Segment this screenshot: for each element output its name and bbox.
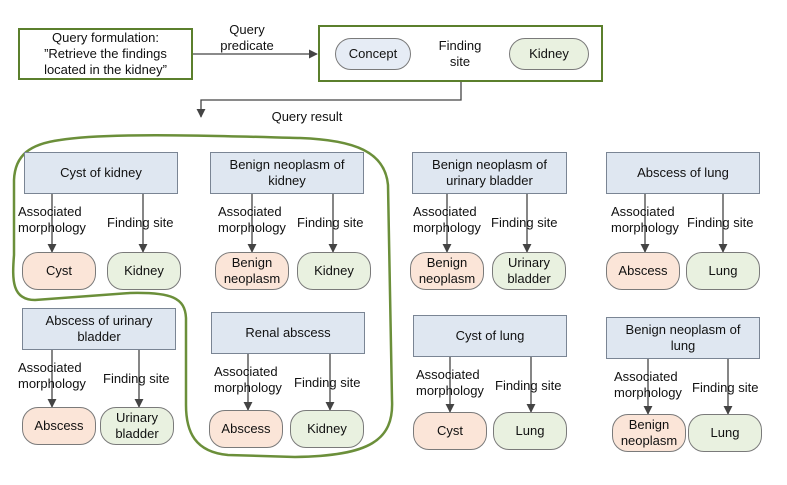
finding-concept-box-text: Benign neoplasm of lung (625, 322, 741, 353)
morphology-relation-label: Associated morphology (611, 204, 679, 235)
result-outline (11, 133, 394, 459)
finding-concept-box-text: Abscess of lung (637, 165, 729, 180)
finding-site-node-text: Urinary bladder (507, 255, 551, 286)
morphology-relation-label: Associated morphology (218, 204, 286, 235)
morphology-relation-label: Associated morphology (214, 364, 282, 395)
morphology-node-text: Benign neoplasm (620, 417, 678, 448)
finding-site-node: Urinary bladder (100, 407, 174, 445)
query-relation-label: Finding site (438, 38, 482, 69)
morphology-relation-label: Associated morphology (413, 204, 481, 235)
finding-site-node-text: Kidney (307, 421, 347, 436)
finding-site-relation-label: Finding site (103, 371, 170, 386)
morphology-node: Abscess (22, 407, 96, 445)
finding-site-relation-label: Finding site (491, 215, 558, 230)
finding-site-node: Lung (493, 412, 567, 450)
finding-concept-box-text: Abscess of urinary bladder (45, 313, 153, 344)
finding-site-node-text: Kidney (124, 263, 164, 278)
query-target-node: Kidney (509, 38, 589, 70)
morphology-node: Benign neoplasm (410, 252, 484, 290)
finding-concept-box: Benign neoplasm of lung (606, 317, 760, 359)
finding-site-node: Lung (688, 414, 762, 452)
finding-concept-box: Abscess of lung (606, 152, 760, 194)
finding-site-node-text: Urinary bladder (115, 410, 159, 441)
query-formulation-box: Query formulation: ”Retrieve the finding… (18, 28, 193, 80)
finding-concept-box-text: Benign neoplasm of kidney (229, 157, 345, 188)
finding-concept-box-text: Cyst of lung (455, 328, 525, 343)
finding-site-node-text: Lung (515, 423, 545, 438)
finding-site-node-text: Kidney (314, 263, 354, 278)
morphology-node: Cyst (22, 252, 96, 290)
finding-concept-box: Cyst of kidney (24, 152, 178, 194)
finding-concept-box: Renal abscess (211, 312, 365, 354)
query-predicate-label: Query predicate (220, 22, 274, 53)
morphology-node: Abscess (606, 252, 680, 290)
morphology-node-text: Benign neoplasm (418, 255, 476, 286)
finding-concept-box-text: Renal abscess (245, 325, 331, 340)
finding-concept-box: Abscess of urinary bladder (22, 308, 176, 350)
morphology-relation-label: Associated morphology (18, 204, 86, 235)
finding-site-relation-label: Finding site (294, 375, 361, 390)
morphology-relation-label: Associated morphology (416, 367, 484, 398)
finding-site-relation-label: Finding site (495, 378, 562, 393)
morphology-node-text: Benign neoplasm (223, 255, 281, 286)
finding-site-node: Kidney (107, 252, 181, 290)
morphology-node: Cyst (413, 412, 487, 450)
finding-site-node-text: Lung (710, 425, 740, 440)
finding-site-relation-label: Finding site (297, 215, 364, 230)
finding-site-node: Lung (686, 252, 760, 290)
finding-site-relation-label: Finding site (687, 215, 754, 230)
morphology-node: Abscess (209, 410, 283, 448)
morphology-node-text: Abscess (34, 418, 84, 433)
finding-concept-box: Benign neoplasm of urinary bladder (412, 152, 567, 194)
finding-concept-box-text: Cyst of kidney (60, 165, 142, 180)
finding-concept-box: Cyst of lung (413, 315, 567, 357)
finding-site-relation-label: Finding site (692, 380, 759, 395)
morphology-relation-label: Associated morphology (18, 360, 86, 391)
morphology-node-text: Cyst (437, 423, 463, 438)
finding-site-node: Kidney (290, 410, 364, 448)
morphology-node-text: Cyst (46, 263, 72, 278)
morphology-relation-label: Associated morphology (614, 369, 682, 400)
morphology-node: Benign neoplasm (215, 252, 289, 290)
morphology-node-text: Abscess (618, 263, 668, 278)
finding-site-node: Kidney (297, 252, 371, 290)
finding-site-relation-label: Finding site (107, 215, 174, 230)
query-formulation-text: Query formulation: ”Retrieve the finding… (44, 30, 167, 77)
finding-site-node: Urinary bladder (492, 252, 566, 290)
finding-site-node-text: Lung (708, 263, 738, 278)
query-concept-node: Concept (335, 38, 411, 70)
result-arrow (196, 82, 462, 118)
finding-concept-box: Benign neoplasm of kidney (210, 152, 364, 194)
morphology-node: Benign neoplasm (612, 414, 686, 452)
morphology-node-text: Abscess (221, 421, 271, 436)
finding-concept-box-text: Benign neoplasm of urinary bladder (432, 157, 547, 188)
query-result-label: Query result (271, 109, 343, 124)
